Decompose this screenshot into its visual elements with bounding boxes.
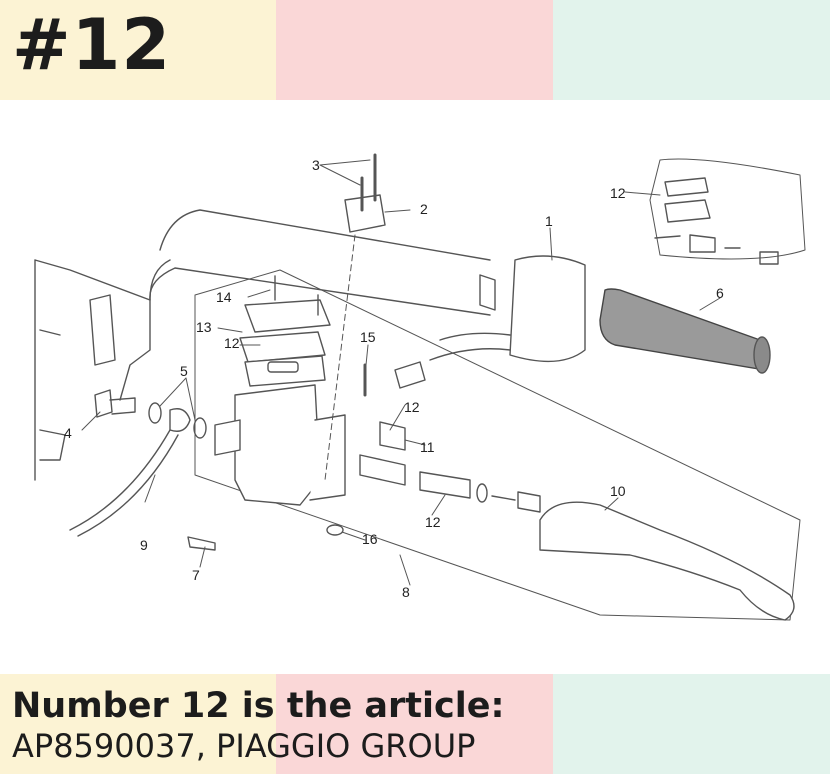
- caption-article: AP8590037, PIAGGIO GROUP: [12, 727, 476, 765]
- callout-11: 11: [420, 439, 435, 455]
- caption-stripe-yellow: [0, 674, 276, 774]
- reservoir-plate: [239, 331, 326, 363]
- piston-seal: [476, 483, 488, 503]
- frame-clamp: [89, 294, 116, 366]
- switch-cable: [429, 332, 511, 361]
- master-cylinder: [234, 384, 321, 506]
- cylinder-boss: [214, 419, 241, 456]
- header-stripe-yellow: [0, 0, 276, 100]
- callout-15: 15: [360, 329, 376, 345]
- dust-cap-11: [379, 421, 406, 451]
- banjo-bolt-head: [94, 389, 113, 418]
- callout-9: 9: [140, 537, 148, 553]
- callout-1: 1: [545, 213, 553, 229]
- inset-cover: [664, 177, 709, 197]
- rod-end: [517, 491, 541, 513]
- inset-piston-kit: [654, 234, 779, 265]
- bleeder-valve: [187, 536, 216, 551]
- piston: [419, 471, 471, 499]
- gasket-window: [267, 361, 299, 373]
- callout-12-piston: 12: [425, 514, 441, 530]
- callout-6: 6: [716, 285, 724, 301]
- callout-14: 14: [216, 289, 232, 305]
- callout-12-gasket: 12: [224, 335, 240, 351]
- exploded-parts-diagram: 1 2 3 4 5 6 7 8 9 10 11 12 12 12 12 13 1…: [34, 153, 806, 621]
- reservoir-gasket: [244, 355, 326, 387]
- callout-5: 5: [180, 363, 188, 379]
- brake-hose: [69, 429, 179, 537]
- callout-4: 4: [64, 425, 72, 441]
- washer-5b: [193, 417, 207, 439]
- callout-12-inset: 12: [610, 185, 626, 201]
- group-outline: [194, 269, 801, 621]
- handlebar-outline: [149, 209, 491, 301]
- spring: [359, 454, 406, 486]
- callout-12-switch: 12: [404, 399, 420, 415]
- callout-3: 3: [312, 157, 320, 173]
- page-title: #12: [12, 4, 172, 86]
- caption-band: [0, 674, 830, 774]
- caption-stripe-mint: [553, 674, 830, 774]
- bolt-guide-line: [324, 234, 356, 481]
- reservoir-cover: [244, 299, 331, 333]
- header-stripe-mint: [553, 0, 830, 100]
- callout-16: 16: [362, 531, 378, 547]
- callout-13: 13: [196, 319, 212, 335]
- callout-10: 10: [610, 483, 626, 499]
- inset-gasket: [664, 199, 711, 223]
- header-stripe-pink: [276, 0, 553, 100]
- handlebar-end: [479, 274, 496, 311]
- nut-16: [326, 524, 344, 536]
- brake-lever: [539, 501, 795, 621]
- hand-grip: [599, 288, 768, 371]
- frame-bracket: [34, 259, 151, 481]
- callout-2: 2: [420, 201, 428, 217]
- banjo-fitting: [169, 408, 191, 432]
- switch-housing: [509, 255, 586, 363]
- banjo-bolt-thread: [109, 397, 136, 415]
- clamp-top: [344, 194, 386, 233]
- leader-lines: [81, 159, 721, 586]
- grip-end: [753, 336, 771, 374]
- callout-7: 7: [192, 567, 200, 583]
- washer-5a: [148, 402, 162, 424]
- push-rod: [491, 495, 516, 501]
- callout-8: 8: [402, 584, 410, 600]
- caption-heading: Number 12 is the article:: [12, 686, 505, 726]
- caption-stripe-pink: [276, 674, 553, 774]
- header-band: [0, 0, 830, 100]
- handlebar-lower-edge: [149, 267, 491, 316]
- switch-connector: [394, 361, 426, 389]
- callout-labels: 1 2 3 4 5 6 7 8 9 10 11 12 12 12 12 13 1…: [64, 157, 724, 600]
